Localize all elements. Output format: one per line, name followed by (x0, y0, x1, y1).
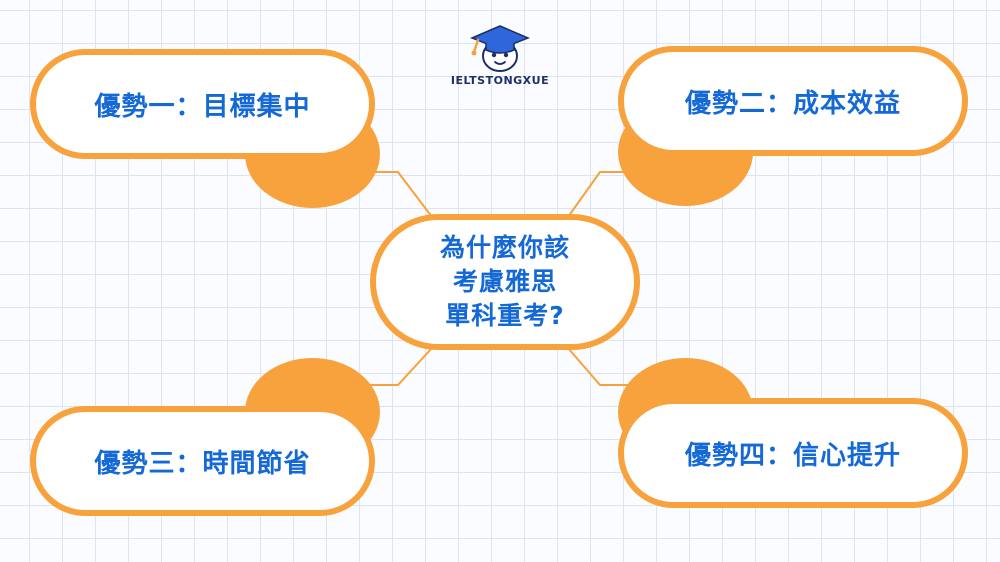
branch-bottom-right-label: 優勢四：信心提升 (684, 440, 901, 471)
connector-top-right (567, 171, 634, 218)
center-line-3: 單科重考? (445, 301, 565, 330)
branch-bottom-left: 優勢三：時間節省 (30, 406, 375, 516)
connector-bottom-right (567, 347, 634, 386)
logo-text: IELTSTONGXUE (450, 74, 550, 87)
center-line-2: 考慮雅思 (452, 267, 557, 296)
branch-top-right-label: 優勢二：成本效益 (684, 88, 901, 119)
center-line-1: 為什麼你該 (439, 233, 570, 262)
graduation-mascot-icon (470, 25, 530, 72)
branch-bottom-left-label: 優勢三：時間節省 (94, 448, 311, 479)
branch-top-right: 優勢二：成本效益 (618, 46, 968, 156)
branch-bottom-right: 優勢四：信心提升 (618, 398, 968, 508)
ieltstongxue-logo: IELTSTONGXUE (432, 18, 568, 98)
branch-top-left: 優勢一：目標集中 (30, 49, 375, 159)
connector-bottom-left (365, 347, 433, 386)
branch-top-left-label: 優勢一：目標集中 (94, 91, 311, 122)
connector-top-left (365, 171, 433, 218)
center-node: 為什麼你該 考慮雅思 單科重考? (370, 214, 640, 350)
